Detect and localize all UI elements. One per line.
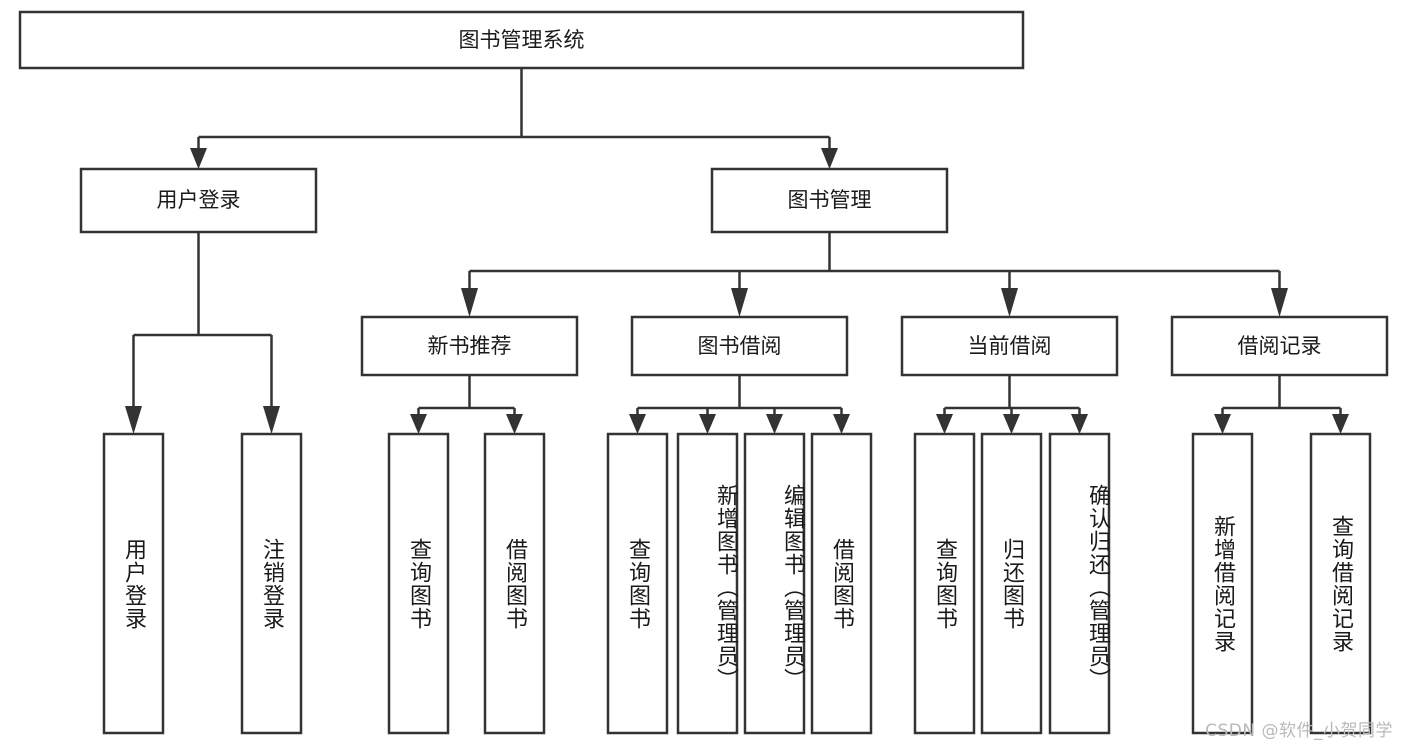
leaf-borrow-record-query[interactable] bbox=[1309, 432, 1372, 735]
arrow-head-borrow-record bbox=[1271, 288, 1288, 317]
node-new-book-recommend-label: 新书推荐 bbox=[428, 334, 512, 358]
connector-new-book-to-leaves bbox=[410, 375, 523, 434]
arrow-head-leaf-book-borrow-3 bbox=[766, 414, 783, 434]
leaf-user-login-logout[interactable] bbox=[240, 432, 303, 735]
arrow-head-leaf-borrow-record-2 bbox=[1332, 414, 1349, 434]
leaf-current-borrow-confirm[interactable] bbox=[1048, 432, 1111, 735]
node-root-label: 图书管理系统 bbox=[459, 28, 585, 52]
arrow-head-user-login bbox=[190, 148, 207, 169]
arrow-head-book-manage bbox=[821, 148, 838, 169]
leaf-book-borrow-add[interactable] bbox=[676, 432, 739, 735]
arrow-head-leaf-current-borrow-2 bbox=[1003, 414, 1020, 434]
leaf-borrow-record-add[interactable] bbox=[1191, 432, 1254, 735]
leaf-user-login-login[interactable] bbox=[102, 432, 165, 735]
leaf-new-book-borrow[interactable] bbox=[483, 432, 546, 735]
connector-book-borrow-to-leaves bbox=[629, 375, 850, 434]
node-current-borrow-label: 当前借阅 bbox=[968, 334, 1052, 358]
node-current-borrow[interactable] bbox=[900, 315, 1119, 377]
connector-borrow-record-to-leaves bbox=[1214, 375, 1349, 434]
arrow-head-leaf-current-borrow-1 bbox=[936, 414, 953, 434]
arrow-head-new-book bbox=[461, 288, 478, 317]
connector-book-manage-to-level3 bbox=[461, 232, 1288, 317]
node-user-login[interactable] bbox=[79, 167, 318, 234]
arrow-head-leaf-book-borrow-1 bbox=[629, 414, 646, 434]
leaf-new-book-query[interactable] bbox=[387, 432, 450, 735]
arrow-head-leaf-borrow-record-1 bbox=[1214, 414, 1231, 434]
leaf-current-borrow-return[interactable] bbox=[980, 432, 1043, 735]
node-book-borrow[interactable] bbox=[630, 315, 849, 377]
node-book-manage[interactable] bbox=[710, 167, 949, 234]
arrow-head-book-borrow bbox=[731, 288, 748, 317]
arrow-head-leaf-user-login-1 bbox=[125, 406, 142, 434]
arrow-head-leaf-book-borrow-4 bbox=[833, 414, 850, 434]
node-new-book-recommend[interactable] bbox=[360, 315, 579, 377]
leaf-book-borrow-query[interactable] bbox=[606, 432, 669, 735]
node-user-login-label: 用户登录 bbox=[157, 188, 241, 212]
node-book-manage-label: 图书管理 bbox=[788, 188, 872, 212]
node-book-borrow-label: 图书借阅 bbox=[698, 334, 782, 358]
node-root[interactable] bbox=[18, 10, 1025, 70]
node-borrow-record-label: 借阅记录 bbox=[1238, 334, 1322, 358]
arrow-head-leaf-user-login-2 bbox=[263, 406, 280, 434]
csdn-watermark: CSDN @软件_小贺同学 bbox=[1205, 721, 1393, 741]
arrow-head-leaf-new-book-2 bbox=[506, 414, 523, 434]
arrow-head-leaf-new-book-1 bbox=[410, 414, 427, 434]
node-borrow-record[interactable] bbox=[1170, 315, 1389, 377]
leaf-current-borrow-query[interactable] bbox=[913, 432, 976, 735]
arrow-head-leaf-book-borrow-2 bbox=[699, 414, 716, 434]
arrow-head-leaf-current-borrow-3 bbox=[1071, 414, 1088, 434]
connector-root-to-level2 bbox=[190, 68, 838, 169]
arrow-head-current-borrow bbox=[1001, 288, 1018, 317]
connector-current-borrow-to-leaves bbox=[936, 375, 1088, 434]
leaf-book-borrow-borrow[interactable] bbox=[810, 432, 873, 735]
connector-user-login-to-leaves bbox=[125, 232, 280, 434]
leaf-book-borrow-edit[interactable] bbox=[743, 432, 806, 735]
